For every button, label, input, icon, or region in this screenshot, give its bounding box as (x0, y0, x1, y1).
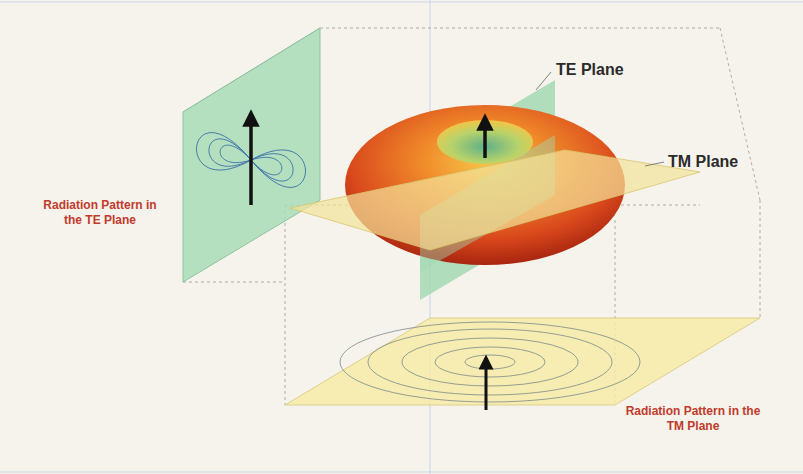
pattern-label: Radiation Pattern in the TM Plane (618, 404, 768, 434)
tm-plane-projection (285, 318, 760, 405)
te-plane-projection (183, 28, 320, 282)
wireframe-box (183, 28, 760, 405)
tm-plane (290, 150, 700, 250)
pattern-label: Radiation Pattern in the TE Plane (34, 198, 166, 228)
leader-lines (536, 72, 664, 166)
tm-pattern-rings (340, 322, 640, 402)
plane-label: TE Plane (556, 60, 624, 80)
dipole-arrow (485, 362, 488, 410)
plane-label: TM Plane (668, 152, 738, 172)
dipole-arrow (249, 118, 253, 205)
dipole-arrow (483, 122, 487, 158)
